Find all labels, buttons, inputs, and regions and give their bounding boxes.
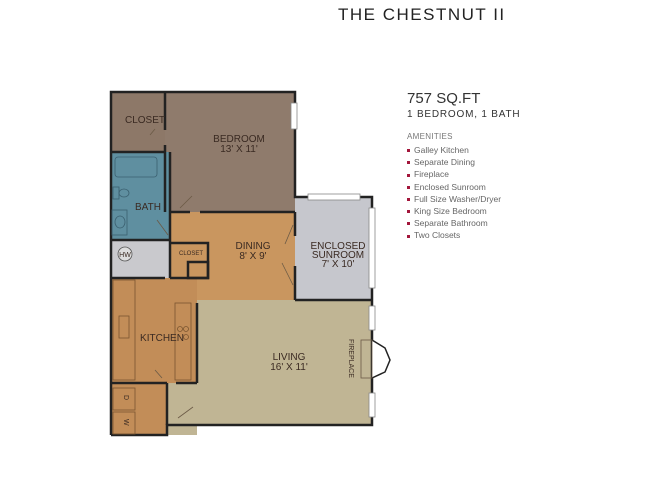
fireplace-label: FIREPLACE bbox=[347, 339, 354, 378]
water-heater-icon bbox=[117, 246, 133, 262]
bullet-icon bbox=[407, 161, 410, 165]
fireplace-hearth bbox=[360, 339, 373, 379]
bedroom-dimensions: 13' X 11' bbox=[220, 144, 258, 155]
bullet-icon bbox=[407, 222, 410, 226]
amenities-list: Galley Kitchen Separate Dining Fireplace… bbox=[407, 144, 520, 242]
amenity-item: Fireplace bbox=[407, 168, 520, 180]
sunroom-room bbox=[295, 197, 372, 300]
dryer-label: D bbox=[122, 395, 129, 400]
amenity-item: Galley Kitchen bbox=[407, 144, 520, 156]
kitchen-fixtures bbox=[112, 279, 192, 435]
amenity-item: Enclosed Sunroom bbox=[407, 181, 520, 193]
hw-label: HW bbox=[119, 252, 131, 259]
small-closet-label: CLOSET bbox=[179, 251, 203, 257]
bullet-icon bbox=[407, 173, 410, 177]
bedroom-room bbox=[165, 92, 295, 212]
amenity-item: Separate Dining bbox=[407, 156, 520, 168]
amenity-label: Separate Dining bbox=[414, 157, 475, 168]
bullet-icon bbox=[407, 185, 410, 189]
plan-title: THE CHESTNUT II bbox=[338, 5, 506, 24]
amenity-item: Separate Bathroom bbox=[407, 217, 520, 229]
amenity-label: Enclosed Sunroom bbox=[414, 181, 486, 192]
square-footage: 757 SQ.FT bbox=[407, 90, 481, 107]
amenity-item: Two Closets bbox=[407, 229, 520, 241]
bullet-icon bbox=[407, 198, 410, 202]
closet-room bbox=[111, 92, 165, 152]
bedroom-label: BEDROOM bbox=[213, 134, 265, 145]
amenity-label: Full Size Washer/Dryer bbox=[414, 193, 502, 204]
amenity-label: King Size Bedroom bbox=[414, 206, 487, 217]
bath-room bbox=[111, 152, 170, 240]
plan-info: 757 SQ.FT 1 BEDROOM, 1 BATH AMENITIES Ga… bbox=[407, 90, 520, 242]
fireplace-icon bbox=[371, 339, 391, 379]
amenity-label: Galley Kitchen bbox=[414, 145, 469, 155]
living-room bbox=[197, 300, 372, 425]
amenity-label: Two Closets bbox=[414, 230, 461, 241]
amenity-item: King Size Bedroom bbox=[407, 205, 520, 217]
sunroom-dimensions: 7' X 10' bbox=[322, 259, 355, 270]
washer-dryer-closet bbox=[111, 383, 167, 435]
bullet-icon bbox=[407, 210, 410, 214]
living-dimensions: 16' X 11' bbox=[270, 362, 308, 373]
living-entry bbox=[167, 383, 197, 435]
kitchen-room bbox=[111, 278, 197, 383]
door-swings bbox=[149, 128, 294, 419]
sunroom-label-line1: ENCLOSED bbox=[310, 241, 365, 252]
bullet-icon bbox=[407, 149, 410, 153]
bath-label: BATH bbox=[135, 202, 161, 213]
bed-bath-count: 1 BEDROOM, 1 BATH bbox=[407, 109, 521, 120]
bullet-icon bbox=[407, 234, 410, 238]
kitchen-label: KITCHEN bbox=[140, 333, 184, 344]
dining-label: DINING bbox=[236, 241, 271, 252]
amenity-label: Separate Bathroom bbox=[414, 218, 488, 229]
closet-label: CLOSET bbox=[125, 115, 165, 126]
dining-dimensions: 8' X 9' bbox=[239, 251, 266, 262]
living-label: LIVING bbox=[273, 352, 306, 363]
windows bbox=[290, 102, 376, 418]
amenities-heading: AMENITIES bbox=[407, 132, 453, 141]
amenity-label: Fireplace bbox=[414, 169, 449, 180]
amenity-item: Full Size Washer/Dryer bbox=[407, 193, 520, 205]
washer-label: W bbox=[122, 419, 129, 426]
sunroom-label-line2: SUNROOM bbox=[312, 250, 364, 261]
bath-fixtures bbox=[111, 156, 158, 236]
